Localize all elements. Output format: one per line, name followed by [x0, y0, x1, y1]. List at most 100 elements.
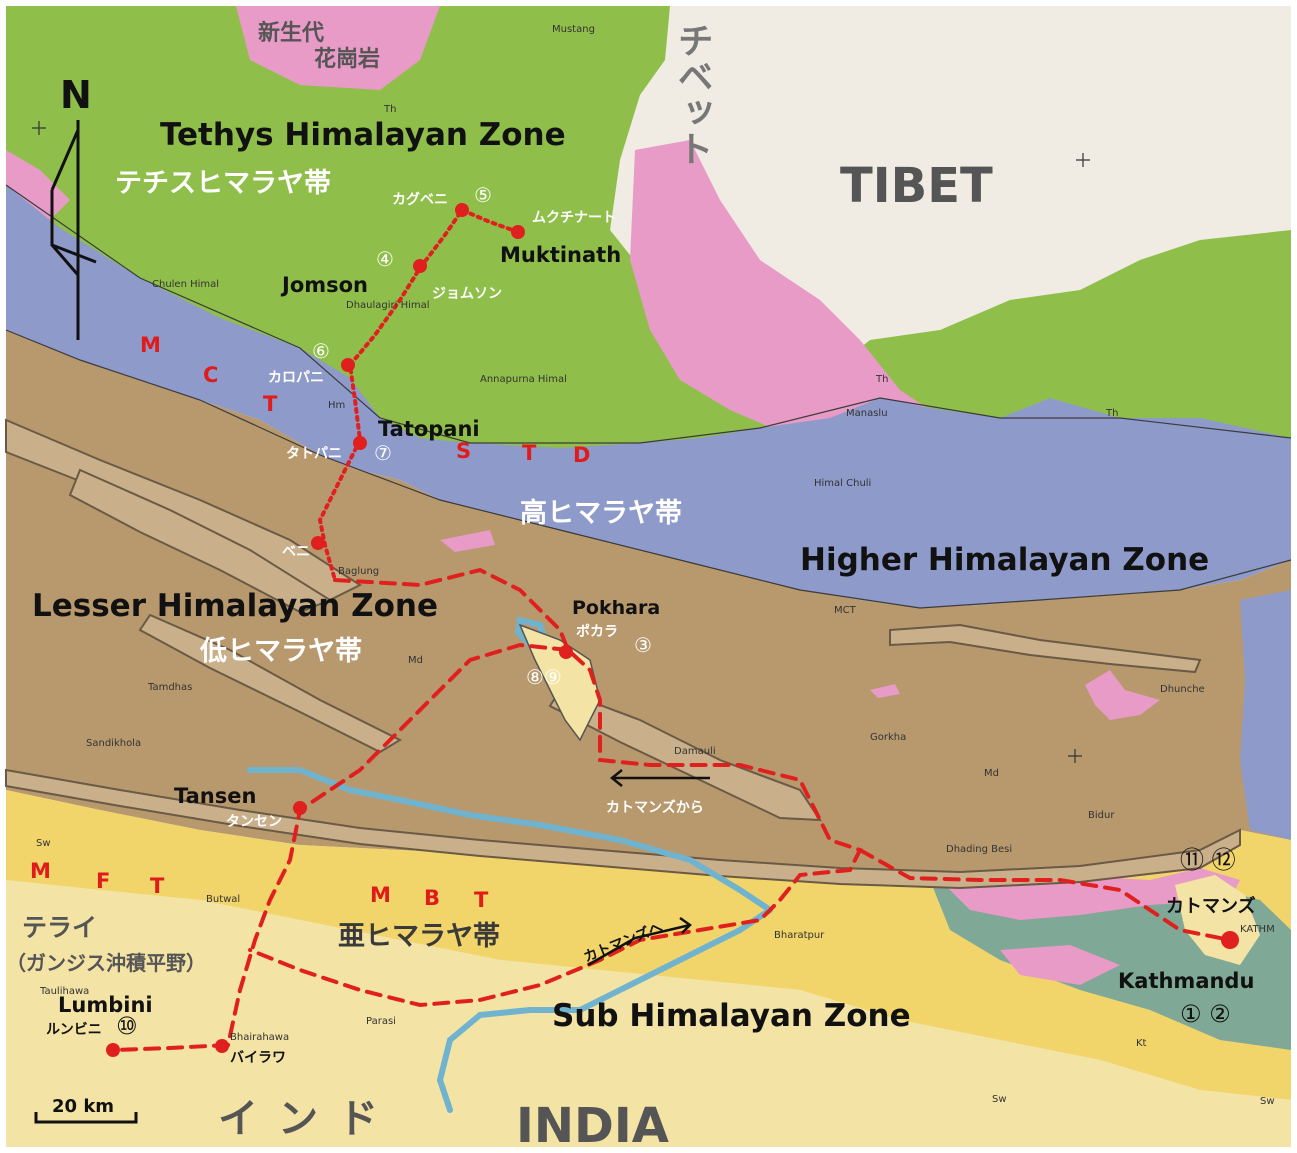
jomson-jp-label: ジョムソン — [432, 286, 502, 302]
kagbeni-label: カグベニ — [392, 191, 448, 208]
tethys-zone-jp: テチスヒマラヤ帯 — [115, 167, 331, 199]
tansen-jp-label: タンセン — [226, 814, 282, 830]
tatopani-dot — [353, 436, 367, 450]
jomson-num: ④ — [376, 247, 394, 271]
kalopani-dot — [341, 358, 355, 372]
label-taulihawa: Taulihawa — [39, 986, 89, 997]
label-damauli: Damauli — [674, 746, 716, 757]
mct-t: T — [263, 392, 278, 416]
higher-zone-en: Higher Himalayan Zone — [800, 542, 1209, 578]
label-mustang: Mustang — [552, 24, 595, 35]
from-kathmandu-note: カトマンズから — [606, 799, 704, 816]
sub-zone-en: Sub Himalayan Zone — [552, 998, 911, 1034]
fault-lines — [5, 184, 1292, 609]
mbt-m: M — [370, 883, 391, 907]
ganges-label: （ガンジス沖積平野） — [6, 951, 206, 975]
stdc-letters: S T D — [456, 439, 590, 467]
pokhara-num2: ⑧⑨ — [526, 665, 562, 689]
mbt-b: B — [424, 886, 440, 910]
label-manaslu: Manaslu — [846, 408, 888, 419]
arrow-to-kathmandu — [587, 916, 692, 967]
mbt-t: T — [474, 888, 489, 912]
label-hm: Hm — [328, 400, 345, 411]
granite-lens-2 — [870, 684, 900, 698]
terai-label: テライ — [22, 913, 97, 942]
sub-zone-jp: 亜ヒマラヤ帯 — [338, 920, 500, 952]
beni-label: ベニ — [282, 544, 310, 560]
granite-label-1: 新生代 — [258, 20, 324, 46]
kathmandu-num-top: ⑪ ⑫ — [1180, 846, 1236, 874]
bhairawa-label: バイラワ — [230, 1050, 286, 1066]
lumbini-dot — [106, 1043, 120, 1057]
india-label: INDIA — [516, 1098, 669, 1153]
mft-t: T — [150, 874, 165, 898]
label-sandikhola: Sandikhola — [86, 738, 141, 749]
tatopani-jp-label: タトパニ — [286, 446, 342, 462]
route-arrows — [587, 769, 710, 967]
north-label: N — [60, 73, 92, 117]
mft-f: F — [96, 869, 110, 893]
kathmandu-granite-2 — [1000, 945, 1120, 985]
label-bharatpur: Bharatpur — [774, 930, 825, 941]
north-arrow — [50, 120, 97, 340]
higher-zone-east — [1240, 590, 1291, 840]
label-sw2: Sw — [992, 1094, 1007, 1105]
tansen-en-label: Tansen — [174, 784, 256, 808]
town-dots — [106, 203, 1239, 1057]
jomson-en-label: Jomson — [280, 273, 368, 297]
label-baglung: Baglung — [338, 566, 379, 577]
lesser-zone — [6, 330, 1291, 880]
label-annapurna: Annapurna Himal — [480, 374, 567, 385]
label-gorkha: Gorkha — [870, 732, 906, 743]
sub-zone — [6, 790, 1291, 1100]
tibet-label: TIBET — [840, 158, 993, 214]
kathmandu-num-bottom: ① ② — [1180, 1000, 1231, 1028]
mft-letters: M F T — [30, 859, 165, 898]
arrow-from-kathmandu — [609, 769, 710, 787]
label-butwal: Butwal — [206, 894, 240, 905]
label-sw1: Sw — [36, 838, 51, 849]
beni-dot — [311, 536, 325, 550]
scale-bar — [34, 1112, 138, 1124]
tatopani-en-label: Tatopani — [378, 417, 480, 441]
jomson-dot — [413, 259, 427, 273]
label-th2: Th — [875, 374, 888, 385]
kagbeni-dot — [455, 203, 469, 217]
lumbini-en-label: Lumbini — [58, 993, 153, 1017]
tibet-jp-label: チベット — [672, 22, 713, 166]
drive-route-dashed — [113, 567, 1232, 1052]
label-th1: Th — [383, 104, 396, 115]
pokhara-num: ③ — [634, 633, 652, 657]
kathmandu-jp-label: カトマンズ — [1166, 895, 1256, 917]
muktinath-en-label: Muktinath — [500, 243, 621, 267]
granite-top — [236, 6, 440, 90]
bhairawa-dot — [215, 1039, 229, 1053]
tethys-zone-en: Tethys Himalayan Zone — [160, 117, 566, 153]
kagbeni-num: ⑤ — [474, 183, 492, 207]
lesser-zone-en: Lesser Himalayan Zone — [32, 588, 438, 624]
label-himal-chuli: Himal Chuli — [814, 478, 871, 489]
mct-c: C — [203, 363, 218, 387]
granite-lens-3 — [440, 530, 495, 552]
kalopani-label: カロパニ — [268, 370, 324, 386]
label-parasi: Parasi — [366, 1016, 396, 1027]
label-dhaulagiri: Dhaulagiri Himal — [346, 300, 430, 311]
stdc-t: T — [522, 441, 537, 465]
kathmandu-city-patch — [1175, 875, 1260, 965]
lumbini-jp-label: ルンビニ — [46, 1022, 102, 1038]
tatopani-num: ⑦ — [374, 441, 392, 465]
granite-lens-1 — [1085, 670, 1160, 720]
india-jp-label: インド — [218, 1096, 398, 1142]
higher-zone — [6, 185, 1291, 608]
pokhara-jp-label: ポカラ — [576, 623, 618, 640]
lumbini-num: ⑩ — [116, 1012, 138, 1040]
kathmandu-dot — [1221, 931, 1239, 949]
label-sw3: Sw — [1260, 1096, 1275, 1107]
tansen-dot — [293, 801, 307, 815]
granite-label-2: 花崗岩 — [314, 46, 380, 72]
label-mct: MCT — [834, 605, 857, 616]
muktinath-jp-label: ムクチナート — [532, 210, 616, 226]
lesser-zone-jp: 低ヒマラヤ帯 — [199, 635, 362, 667]
scale-label: 20 km — [52, 1096, 114, 1117]
